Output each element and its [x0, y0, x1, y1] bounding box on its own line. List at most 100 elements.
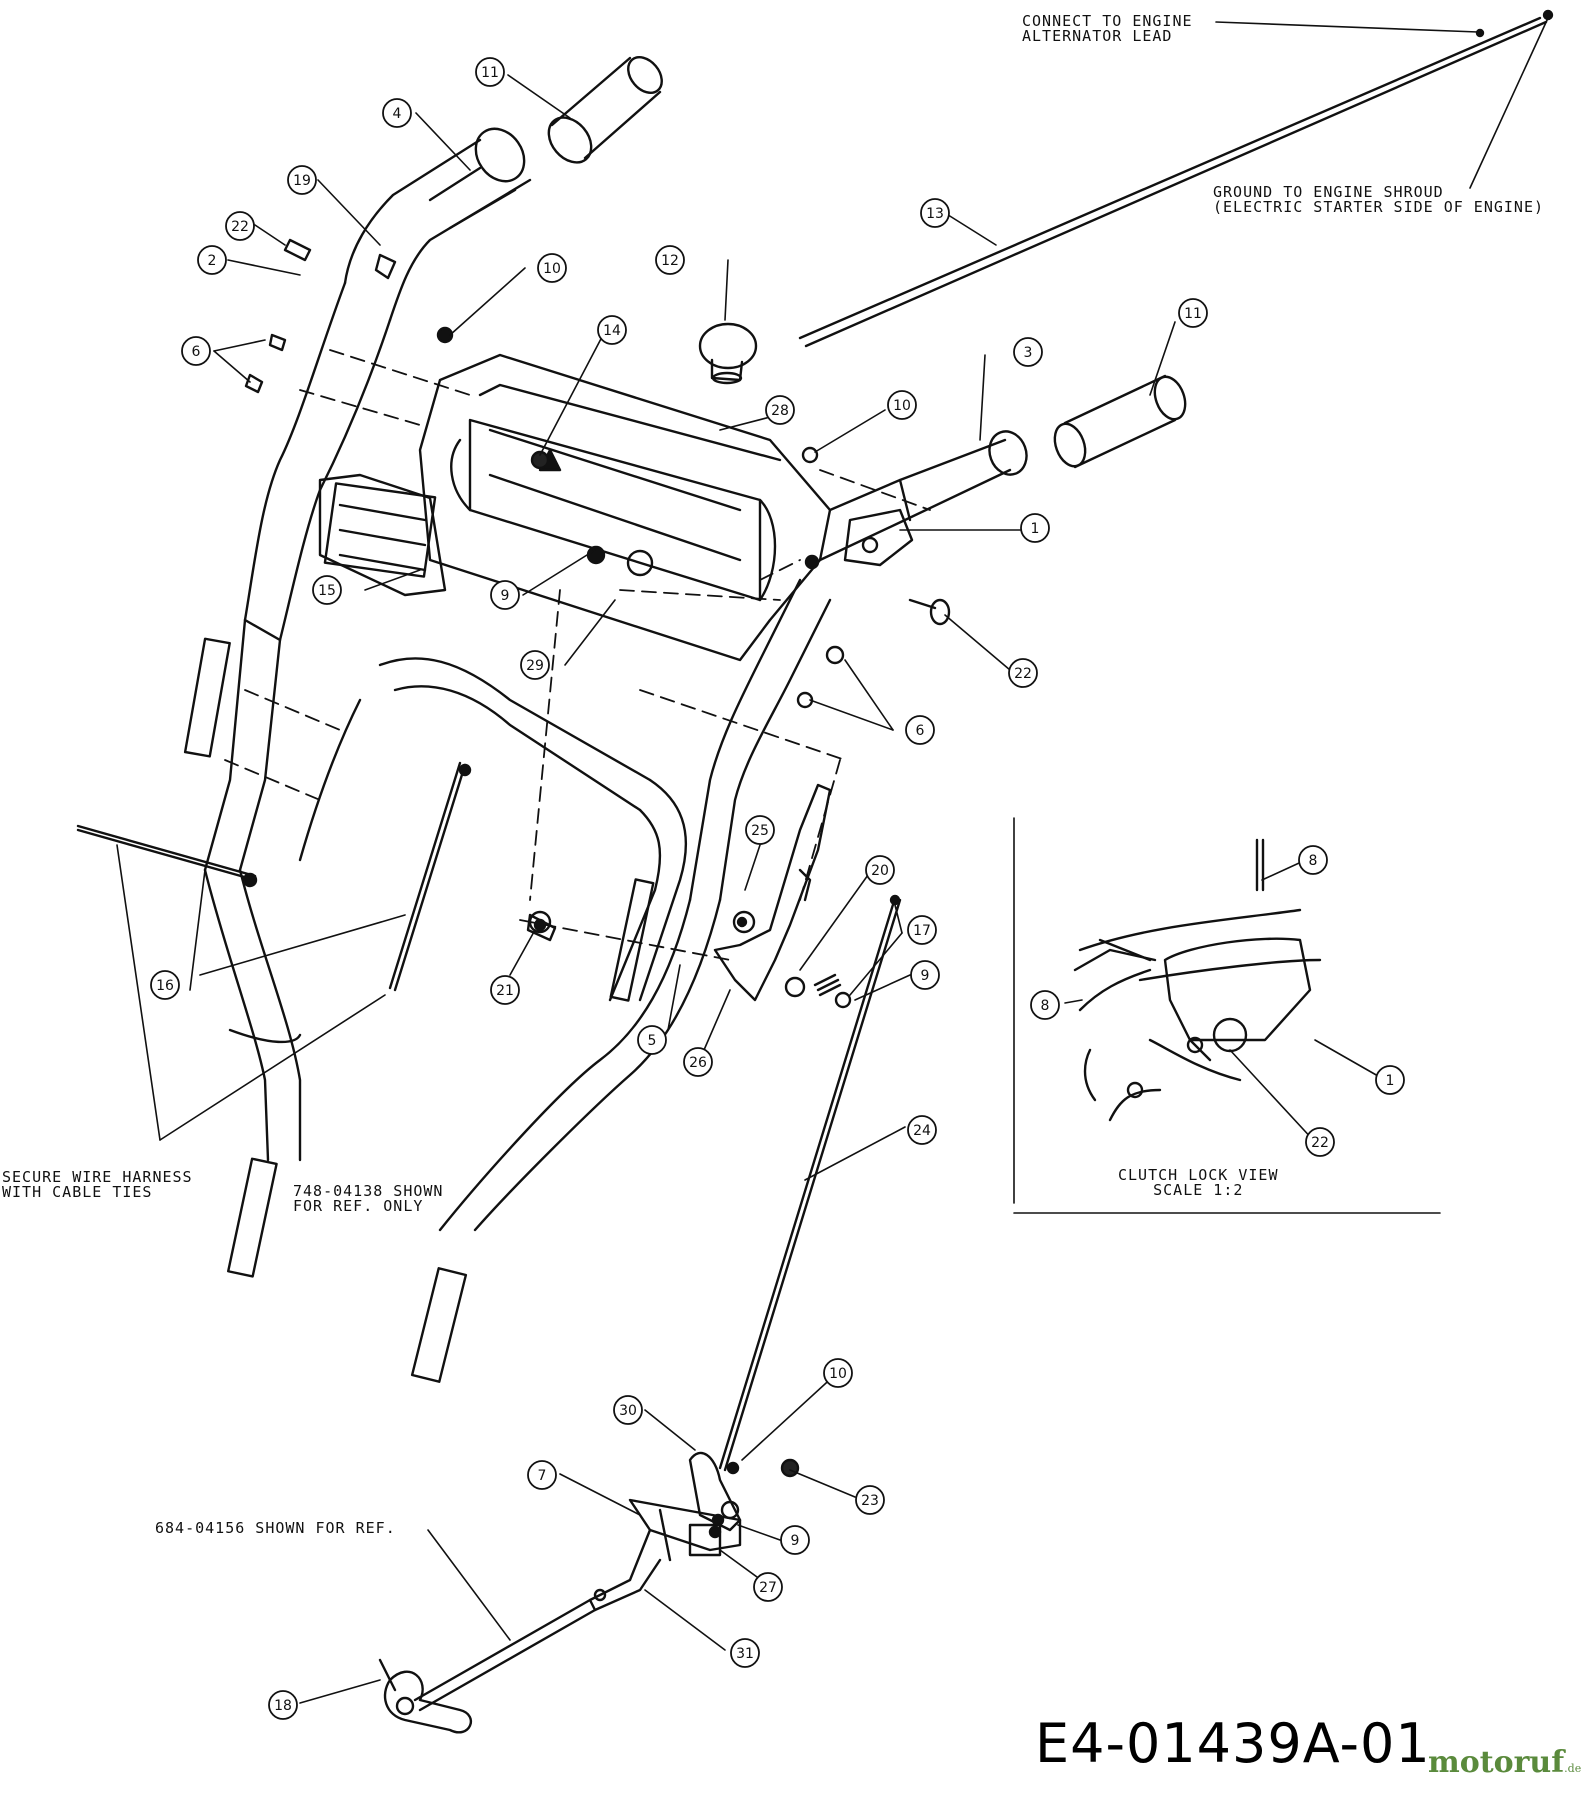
clutch-bracket-1 — [843, 508, 914, 567]
callout-19 — [287, 165, 317, 195]
callout-10c — [823, 1358, 853, 1388]
callout-num: 16 — [156, 978, 174, 994]
callout-num: 23 — [861, 1493, 879, 1509]
cable-13 — [798, 9, 1554, 348]
callout-num: 5 — [648, 1033, 657, 1049]
right-upper-handle — [818, 430, 1028, 562]
callout-num: 22 — [231, 219, 249, 235]
callout-6b — [905, 715, 935, 745]
callout-num: 25 — [751, 823, 769, 839]
callout-num: 1 — [1386, 1073, 1395, 1089]
grip-11-left — [547, 56, 663, 164]
callout-7 — [527, 1460, 557, 1490]
callout-22b — [1008, 658, 1038, 688]
callout-8a — [1298, 845, 1328, 875]
rod-684 — [378, 1598, 597, 1734]
callout-num: 3 — [1024, 345, 1033, 361]
cable-24 — [723, 898, 902, 1472]
note-harness: SECURE WIRE HARNESS WITH CABLE TIES — [2, 1168, 193, 1201]
leader-lines — [116, 74, 1386, 1704]
fasteners — [244, 238, 845, 709]
callout-num: 11 — [481, 65, 499, 81]
callout-13 — [920, 198, 950, 228]
callout-num: 22 — [1014, 666, 1032, 682]
callout-20 — [865, 855, 895, 885]
callout-18 — [268, 1690, 298, 1720]
callout-num: 14 — [603, 323, 621, 339]
callout-31 — [730, 1638, 760, 1668]
callout-num: 1 — [1031, 521, 1040, 537]
callout-9a — [490, 580, 520, 610]
callout-16 — [150, 970, 180, 1000]
callout-num: 26 — [689, 1055, 707, 1071]
callout-num: 13 — [926, 206, 944, 222]
callout-23 — [855, 1485, 885, 1515]
callout-num: 24 — [913, 1123, 931, 1139]
wire-harness-16 — [76, 761, 472, 992]
callout-12 — [655, 245, 685, 275]
lever-mechanism — [526, 783, 901, 1009]
knob-12 — [698, 322, 758, 385]
callout-14 — [597, 315, 627, 345]
watermark-text: motoruf — [1428, 1745, 1565, 1780]
callout-num: 28 — [771, 403, 789, 419]
callout-num: 18 — [274, 1698, 292, 1714]
callout-num: 10 — [543, 261, 561, 277]
note-ref-748: 748-04138 SHOWN FOR REF. ONLY — [293, 1182, 444, 1215]
callout-num: 17 — [913, 923, 931, 939]
left-main-rail — [183, 281, 392, 1278]
callout-num: 20 — [871, 863, 889, 879]
callout-8b — [1030, 990, 1060, 1020]
callout-11b — [1178, 298, 1208, 328]
callout-4 — [382, 98, 412, 128]
callout-num: 10 — [829, 1366, 847, 1382]
callout-22c — [1305, 1127, 1335, 1157]
callout-2 — [197, 245, 227, 275]
right-main-rail — [410, 578, 832, 1383]
callout-num: 8 — [1041, 998, 1050, 1014]
drawing-part-code: E4-01439A-01 — [1035, 1712, 1431, 1775]
headlight-15 — [318, 473, 447, 597]
callout-num: 4 — [393, 106, 402, 122]
callout-17 — [907, 915, 937, 945]
callout-21 — [490, 975, 520, 1005]
callout-num: 9 — [501, 588, 510, 604]
callout-num: 8 — [1309, 853, 1318, 869]
callout-num: 10 — [893, 398, 911, 414]
assembly-dash-lines — [224, 349, 931, 961]
callout-num: 22 — [1311, 1135, 1329, 1151]
watermark-suffix: .de — [1564, 1762, 1582, 1775]
callout-num: 12 — [661, 253, 679, 269]
callout-num: 21 — [496, 983, 514, 999]
callout-9b — [910, 960, 940, 990]
callout-10a — [537, 253, 567, 283]
lower-cross-bar — [298, 657, 688, 1002]
note-ref-684: 684-04156 SHOWN FOR REF. — [155, 1519, 396, 1537]
callout-numbers: 11 4 19 22 2 10 6 14 12 28 10 3 11 1 15 … — [156, 65, 1394, 1714]
callout-28 — [765, 395, 795, 425]
pin-22-right — [908, 598, 951, 626]
watermark-logo: motoruf.de — [1428, 1745, 1581, 1780]
callout-9c — [780, 1525, 810, 1555]
callout-num: 15 — [318, 583, 336, 599]
note-alternator: CONNECT TO ENGINE ALTERNATOR LEAD — [1022, 12, 1193, 45]
callout-30 — [613, 1395, 643, 1425]
callout-num: 27 — [759, 1580, 777, 1596]
callout-25 — [745, 815, 775, 845]
callout-num: 2 — [208, 253, 217, 269]
callout-10b — [887, 390, 917, 420]
callout-1a — [1020, 513, 1050, 543]
callout-num: 6 — [916, 723, 925, 739]
callout-num: 30 — [619, 1403, 637, 1419]
callouts — [150, 57, 1405, 1720]
lower-bracket-assembly — [588, 1451, 800, 1612]
callout-num: 9 — [921, 968, 930, 984]
callout-num: 7 — [538, 1468, 547, 1484]
callout-24 — [907, 1115, 937, 1145]
callout-11a — [475, 57, 505, 87]
callout-num: 31 — [736, 1646, 754, 1662]
callout-num: 6 — [192, 344, 201, 360]
callout-num: 29 — [526, 658, 544, 674]
callout-26 — [683, 1047, 713, 1077]
